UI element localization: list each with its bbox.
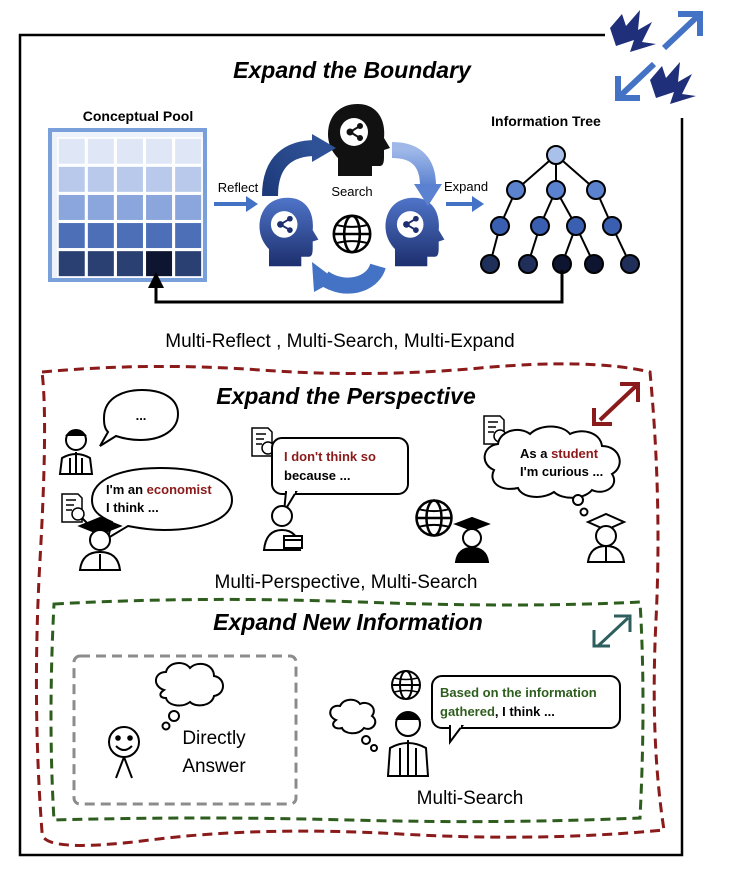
disagree-highlight: I don't think so — [284, 449, 376, 464]
disagree-bubble: I don't think so because ... — [271, 437, 409, 513]
pool-cell — [173, 193, 203, 222]
pool-cell — [86, 165, 116, 194]
information-tree — [480, 145, 640, 274]
student-line2: I'm curious ... — [520, 464, 603, 479]
feedback-arrow — [148, 270, 564, 304]
pool-cell — [173, 249, 203, 278]
perspective-dashed-frame — [34, 362, 666, 847]
pool-cell — [115, 221, 145, 250]
pool-cell — [115, 165, 145, 194]
pool-cell — [57, 165, 87, 194]
globe-icon-new-info — [391, 670, 421, 700]
ellipsis-bubble: ... — [99, 388, 180, 447]
economist-bubble: I'm an economist I think ... — [90, 466, 234, 541]
brain-head-left-icon — [258, 196, 320, 268]
search-label: Search — [331, 184, 372, 199]
outer-frame — [18, 33, 684, 857]
expand-arrow — [446, 196, 484, 212]
globe-icon-center — [332, 214, 372, 254]
reflect-label: Reflect — [218, 180, 259, 195]
pool-cell — [173, 137, 203, 166]
pool-cell — [115, 137, 145, 166]
pool-cell — [173, 165, 203, 194]
based-on-bubble: Based on the information gathered, I thi… — [431, 675, 621, 745]
ellipsis-text: ... — [136, 408, 147, 423]
person-icon-center — [262, 505, 303, 551]
expand-icon-green — [592, 614, 632, 648]
pool-cell — [86, 193, 116, 222]
arrow-top-to-right — [391, 142, 442, 206]
direct-answer-box — [72, 654, 298, 806]
perspective-title: Expand the Perspective — [216, 383, 476, 409]
pool-cell — [144, 193, 174, 222]
smiley-person-icon — [108, 726, 140, 779]
directly-text: Directly — [182, 728, 246, 749]
new-info-dashed-frame — [49, 597, 645, 824]
based-highlight-line2: gathered — [440, 704, 495, 719]
new-info-caption: Multi-Search — [417, 788, 524, 809]
brain-head-top-icon — [328, 104, 390, 176]
arrow-right-to-left — [312, 262, 386, 294]
new-info-title: Expand New Information — [213, 609, 483, 635]
graduate-icon-center — [453, 516, 491, 563]
disagree-line2: because ... — [284, 468, 350, 483]
pool-cell — [86, 249, 116, 278]
searcher-thought-cloud — [329, 698, 378, 752]
brain-head-right-icon — [384, 196, 446, 268]
based-highlight-line1: Based on the information — [440, 685, 597, 700]
document-search-icon-left — [61, 493, 88, 524]
economist-line2: I think ... — [106, 500, 159, 515]
conceptual-pool-label: Conceptual Pool — [83, 108, 193, 124]
pool-cell — [144, 221, 174, 250]
svg-text:As a student: As a student — [520, 446, 599, 461]
student-pre: As a — [520, 446, 551, 461]
student-thought-cloud: As a student I'm curious ... — [483, 425, 621, 517]
student-highlight: student — [551, 446, 599, 461]
economist-pre: I'm an — [106, 482, 147, 497]
pool-cell — [57, 249, 87, 278]
answer-text: Answer — [182, 756, 246, 777]
pool-cell — [144, 249, 174, 278]
information-tree-label: Information Tree — [491, 113, 601, 129]
graduate-icon-left — [77, 516, 123, 571]
pool-cell — [115, 249, 145, 278]
pool-cell — [173, 221, 203, 250]
conceptual-pool-grid — [48, 128, 207, 282]
boundary-title: Expand the Boundary — [233, 57, 472, 83]
arrow-left-to-top — [262, 134, 336, 197]
based-rest: , I think ... — [495, 704, 555, 719]
perspective-caption: Multi-Perspective, Multi-Search — [215, 572, 478, 593]
pool-cell — [57, 221, 87, 250]
svg-text:gathered, I think ...: gathered, I think ... — [440, 704, 555, 719]
pool-cell — [86, 221, 116, 250]
expand-corner-icon — [605, 6, 715, 118]
pool-cell — [144, 165, 174, 194]
economist-highlight: economist — [147, 482, 213, 497]
direct-thought-cloud — [155, 662, 224, 731]
boundary-caption: Multi-Reflect , Multi-Search, Multi-Expa… — [165, 331, 515, 352]
pool-cell — [57, 137, 87, 166]
person-icon-top-left — [58, 429, 94, 475]
expand-label: Expand — [444, 179, 488, 194]
reflect-arrow — [214, 196, 258, 212]
searcher-person-icon — [386, 711, 430, 777]
svg-text:I'm an economist: I'm an economist — [106, 482, 212, 497]
pool-cell — [115, 193, 145, 222]
pool-cell — [144, 137, 174, 166]
graduate-icon-right — [585, 512, 627, 563]
pool-cell — [57, 193, 87, 222]
globe-icon-perspective — [415, 499, 453, 537]
expand-icon-red — [592, 382, 640, 426]
pool-cell — [86, 137, 116, 166]
